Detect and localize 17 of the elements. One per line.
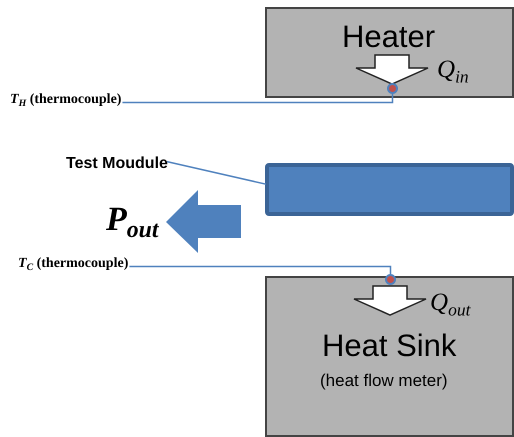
leader-line xyxy=(122,94,394,104)
heater-block xyxy=(265,7,514,98)
power-label: P$_{out}$ xyxy=(106,203,159,243)
block-title: Heat Sink xyxy=(322,330,456,361)
thermocouple-label: T$_{H}$ (thermocouple) xyxy=(10,93,122,109)
heat-sink-block xyxy=(265,276,514,437)
heat-flow-label: Q$_{out}$ xyxy=(430,290,470,319)
thermocouple-dot xyxy=(385,274,396,285)
block-subtitle: (heat flow meter) xyxy=(320,372,448,389)
leader-line xyxy=(166,160,266,185)
thermocouple-label: T$_{C}$ (thermocouple) xyxy=(18,257,128,273)
module-label: Test Moudule xyxy=(66,156,168,172)
thermocouple-dot xyxy=(387,83,398,94)
test-module-bar xyxy=(265,163,514,216)
heat-flow-label: Q$_{in}$ xyxy=(437,57,469,86)
block-title: Heater xyxy=(342,21,436,52)
leader-line xyxy=(129,266,392,274)
